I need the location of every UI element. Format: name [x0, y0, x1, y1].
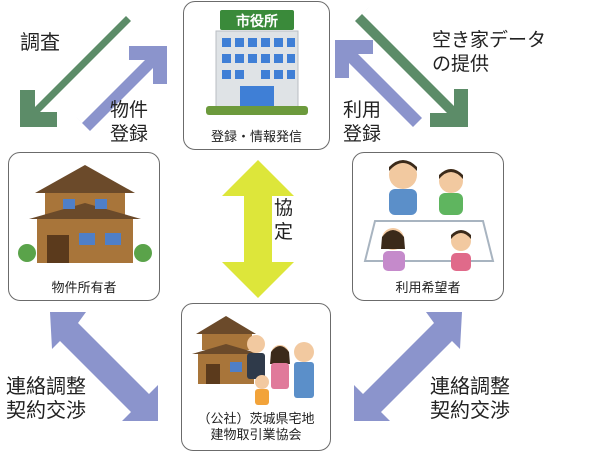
arrow-registration-owner-to-city	[76, 46, 167, 131]
label-contact-left: 連絡調整 契約交渉	[6, 374, 86, 422]
property-owner-box: 物件所有者	[8, 152, 160, 301]
arrow-agreement-city-assoc	[222, 160, 294, 298]
house-icon	[18, 165, 152, 263]
arrow-data-city-to-user	[355, 7, 468, 127]
arrow-survey-city-to-owner	[20, 7, 131, 127]
arrow-usage-user-to-city	[335, 40, 422, 132]
arrow-contact-user-assoc	[354, 312, 462, 421]
label-vacancy-data: 空き家データ の提供	[432, 29, 547, 75]
prospective-user-caption: 利用希望者	[395, 281, 461, 296]
realtor-association-caption-line1: （公社）茨城県宅地	[197, 412, 315, 427]
city-hall-sign: 市役所	[236, 13, 278, 30]
realtor-association-caption-line2: 建物取引業協会	[210, 428, 302, 443]
people-at-table-icon	[363, 160, 495, 271]
label-agreement: 協 定	[274, 197, 294, 243]
city-hall-icon: 市役所	[206, 10, 308, 115]
realtor-showing-house-icon	[192, 316, 314, 405]
realtor-association-box: （公社）茨城県宅地 建物取引業協会	[181, 303, 331, 451]
label-contact-right: 連絡調整 契約交渉	[430, 374, 510, 422]
city-hall-box: 市役所 登録・情報発信	[183, 1, 330, 150]
label-property-registration: 物件 登録	[110, 99, 149, 145]
property-owner-caption: 物件所有者	[51, 281, 117, 296]
city-hall-caption: 登録・情報発信	[210, 130, 302, 145]
label-usage-registration: 利用 登録	[343, 99, 382, 145]
label-survey: 調査	[20, 30, 60, 54]
arrow-contact-owner-assoc	[50, 312, 158, 421]
prospective-user-box: 利用希望者	[352, 152, 504, 301]
